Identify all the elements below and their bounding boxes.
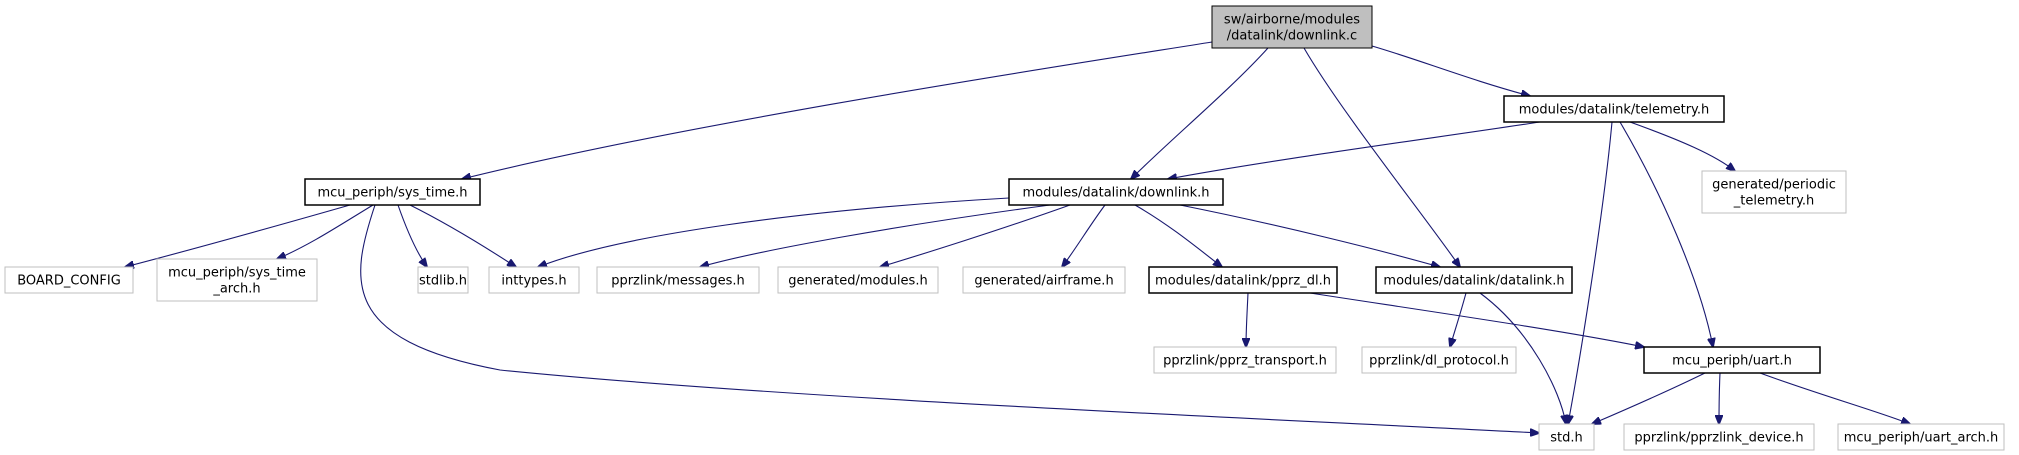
edge-uart_h-to-uart_arch_h [1759,372,1910,424]
node-label: mcu_periph/sys_time.h [317,186,467,201]
edge-telemetry_h-to-std_h [1568,121,1613,424]
edge-telemetry_h-to-periodic_telemetry_h [1629,121,1735,171]
node-box [1538,423,1595,451]
node-label: mcu_periph/uart_arch.h [1844,431,1999,446]
edge-downlink_h-to-modules_h [880,204,1071,267]
edge-sys_time_h-to-stdlib_h [397,204,427,267]
node-box [1701,170,1847,214]
edge-root-to-downlink_h [1131,47,1269,179]
edge-downlink_h-to-messages_h [700,204,1051,267]
node-box [1008,178,1224,206]
node-sys-time-arch-h: mcu_periph/sys_time_arch.h [156,258,318,302]
edge-sys_time_h-to-inttypes_h [409,204,516,267]
edge-sys_time_h-to-std_h [360,204,1539,433]
node-box [1211,5,1373,49]
edge-downlink_h-to-datalink_h [1179,204,1440,267]
edge-root-to-telemetry_h [1371,45,1530,96]
node-box [1623,423,1815,451]
edge-uart_h-to-std_h [1592,372,1706,424]
node-label: modules/datalink/datalink.h [1383,274,1564,289]
node-label: sw/airborne/modules [1224,13,1360,28]
edge-datalink_h-to-std_h [1479,292,1566,424]
node-downlink-h[interactable]: modules/datalink/downlink.h [1008,178,1224,206]
node-box [1503,95,1725,123]
edge-pprz_dl_h-to-pprz_transport_h [1246,292,1248,347]
node-label: mcu_periph/sys_time [168,266,306,281]
node-pprzlink-device-h: pprzlink/pprzlink_device.h [1623,423,1815,451]
node-label: modules/datalink/downlink.h [1023,186,1210,201]
node-box [417,266,469,294]
node-label: pprzlink/pprz_transport.h [1163,354,1327,369]
node-box [4,266,134,294]
node-periodic-telemetry-h: generated/periodic_telemetry.h [1701,170,1847,214]
node-modules-h: generated/modules.h [777,266,939,294]
node-box [488,266,580,294]
edge-uart_h-to-pprzlink_device_h [1719,372,1720,424]
node-box [304,178,481,206]
node-root[interactable]: sw/airborne/modules/datalink/downlink.c [1211,5,1373,49]
node-telemetry-h[interactable]: modules/datalink/telemetry.h [1503,95,1725,123]
edge-root-to-sys_time_h [462,41,1213,179]
node-label: mcu_periph/uart.h [1672,354,1792,369]
edge-downlink_h-to-pprz_dl_h [1134,204,1222,267]
node-label: generated/airframe.h [974,274,1113,289]
edge-sys_time_h-to-sys_time_arch_h [277,204,374,259]
node-box [1837,423,2005,451]
edge-telemetry_h-to-uart_h [1619,121,1713,347]
node-box [156,258,318,302]
node-label: _arch.h [212,282,260,297]
node-messages-h: pprzlink/messages.h [596,266,760,294]
node-box [1375,266,1573,294]
node-label: inttypes.h [501,274,566,289]
node-inttypes-h: inttypes.h [488,266,580,294]
node-std-h: std.h [1538,423,1595,451]
node-label: pprzlink/dl_protocol.h [1369,354,1509,369]
node-sys-time-h[interactable]: mcu_periph/sys_time.h [304,178,481,206]
edge-sys_time_h-to-board_config [125,204,351,267]
node-label: stdlib.h [419,274,467,289]
node-label: BOARD_CONFIG [17,274,121,289]
nodes-layer: sw/airborne/modules/datalink/downlink.c m… [4,5,2005,451]
node-stdlib-h: stdlib.h [417,266,469,294]
node-label: pprzlink/pprzlink_device.h [1634,431,1803,446]
node-label: generated/periodic [1712,178,1836,193]
node-pprz-transport-h: pprzlink/pprz_transport.h [1153,346,1337,374]
node-box [962,266,1126,294]
node-box [1148,266,1338,294]
node-box [1643,346,1821,374]
node-box [1361,346,1517,374]
edge-telemetry_h-to-downlink_h [1168,121,1541,179]
edge-root-to-datalink_h [1303,47,1460,267]
edge-downlink_h-to-inttypes_h [538,197,1010,267]
edge-pprz_dl_h-to-uart_h [1309,292,1644,347]
node-label: modules/datalink/telemetry.h [1519,103,1710,118]
node-label: generated/modules.h [788,274,927,289]
node-box [596,266,760,294]
edges-layer [125,41,1910,433]
node-datalink-h[interactable]: modules/datalink/datalink.h [1375,266,1573,294]
edge-downlink_h-to-airframe_h [1062,204,1106,267]
node-board-config: BOARD_CONFIG [4,266,134,294]
node-airframe-h: generated/airframe.h [962,266,1126,294]
edge-datalink_h-to-dl_protocol_h [1450,292,1467,347]
node-label: std.h [1550,431,1583,446]
node-label: pprzlink/messages.h [611,274,745,289]
node-uart-arch-h: mcu_periph/uart_arch.h [1837,423,2005,451]
node-box [777,266,939,294]
node-label: _telemetry.h [1733,194,1815,209]
node-label: modules/datalink/pprz_dl.h [1155,274,1331,289]
node-label: /datalink/downlink.c [1227,29,1357,44]
node-dl-protocol-h: pprzlink/dl_protocol.h [1361,346,1517,374]
node-pprz-dl-h[interactable]: modules/datalink/pprz_dl.h [1148,266,1338,294]
node-uart-h[interactable]: mcu_periph/uart.h [1643,346,1821,374]
node-box [1153,346,1337,374]
